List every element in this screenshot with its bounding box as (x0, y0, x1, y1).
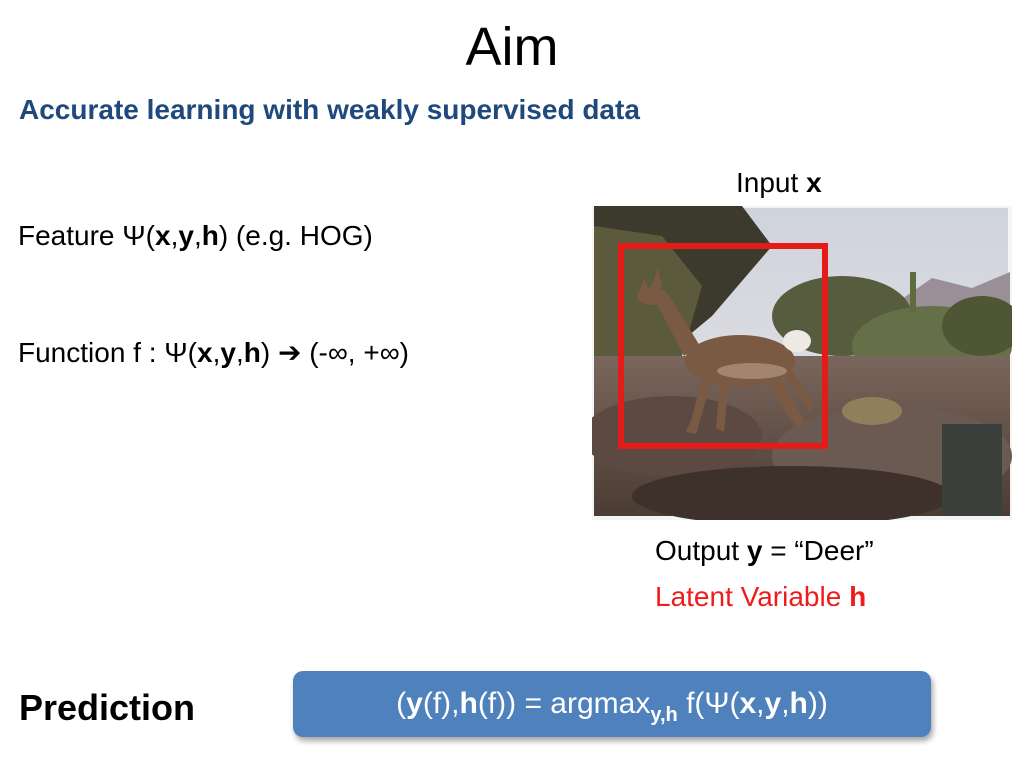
arrow-icon: ➔ (277, 337, 302, 368)
formula-var-y: y (406, 687, 423, 720)
latent-label-text: Latent Variable (655, 581, 850, 612)
latent-var-h: h (849, 581, 867, 612)
feature-var-y: y (178, 220, 194, 251)
slide-subtitle: Accurate learning with weakly supervised… (19, 94, 640, 125)
slide-title: Aim (465, 17, 559, 77)
formula-part-2: (f)) = argmax (477, 687, 651, 720)
formula-open: ( (396, 687, 407, 720)
function-var-y: y (220, 337, 236, 368)
deer-photo (592, 206, 1012, 520)
feature-var-x: x (155, 220, 171, 251)
formula-part-3: f(Ψ( (677, 687, 740, 720)
function-prefix: Function f : Ψ( (18, 337, 198, 368)
function-range: (-∞, +∞) (301, 337, 410, 368)
function-line: Function f : Ψ(x,y,h) ➔ (-∞, +∞) (18, 336, 409, 370)
function-comma-2: , (235, 337, 244, 368)
formula-var-h: h (459, 687, 478, 720)
output-label: Output y = “Deer” (655, 534, 874, 568)
formula-var-h-2: h (789, 687, 808, 720)
formula-part-1: (f), (422, 687, 460, 720)
prediction-label: Prediction (19, 687, 196, 728)
function-close: ) (260, 337, 271, 368)
output-var-y: y (746, 535, 763, 566)
formula-var-x: x (739, 687, 757, 720)
formula-subscript: y,h (650, 704, 678, 726)
formula-comma-1: , (756, 687, 765, 720)
feature-prefix: Feature Ψ( (18, 220, 155, 251)
output-label-text: Output (655, 535, 747, 566)
formula-comma-2: , (781, 687, 790, 720)
latent-variable-label: Latent Variable h (655, 580, 866, 614)
function-comma-1: , (212, 337, 221, 368)
prediction-formula-box: (y(f),h(f)) = argmaxy,h f(Ψ(x,y,h)) (293, 671, 931, 737)
feature-var-h: h (201, 220, 219, 251)
output-value: = “Deer” (762, 535, 874, 566)
feature-suffix: ) (e.g. HOG) (218, 220, 373, 251)
formula-close: )) (807, 687, 828, 720)
input-var-x: x (806, 167, 822, 198)
formula-var-y-2: y (764, 687, 782, 720)
formula: (y(f),h(f)) = argmaxy,h f(Ψ(x,y,h)) (396, 687, 828, 725)
input-label: Input x (736, 166, 822, 200)
feature-line: Feature Ψ(x,y,h) (e.g. HOG) (18, 219, 373, 253)
input-label-text: Input (736, 167, 807, 198)
feature-comma-1: , (170, 220, 179, 251)
feature-comma-2: , (193, 220, 202, 251)
function-var-x: x (197, 337, 213, 368)
function-var-h: h (243, 337, 261, 368)
